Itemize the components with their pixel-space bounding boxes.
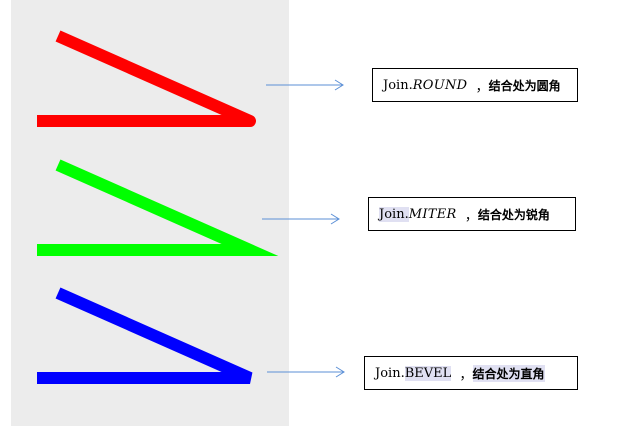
join-keyword: MITER [408, 206, 457, 222]
join-keyword: BEVEL [404, 365, 452, 381]
separator: ， [456, 208, 478, 224]
miter-join-label: Join.MITER ，结合处为锐角 [368, 197, 576, 231]
separator: ， [451, 367, 473, 383]
join-prefix: Join. [379, 206, 409, 222]
separator: ， [467, 79, 489, 95]
round-join-label: Join.ROUND ，结合处为圆角 [372, 68, 578, 102]
miter-join-shape [37, 159, 279, 256]
arrow-round [266, 79, 344, 91]
bevel-join-shape [37, 287, 253, 384]
join-keyword: ROUND [412, 77, 468, 93]
join-description: 结合处为圆角 [488, 78, 561, 93]
join-prefix: Join. [375, 365, 405, 381]
round-join-shape [37, 30, 256, 127]
join-description: 结合处为锐角 [477, 207, 550, 222]
arrow-bevel [267, 366, 345, 378]
join-description: 结合处为直角 [472, 364, 545, 382]
join-prefix: Join. [383, 77, 413, 93]
bevel-join-label: Join.BEVEL ，结合处为直角 [364, 356, 578, 390]
arrow-miter [262, 213, 340, 225]
